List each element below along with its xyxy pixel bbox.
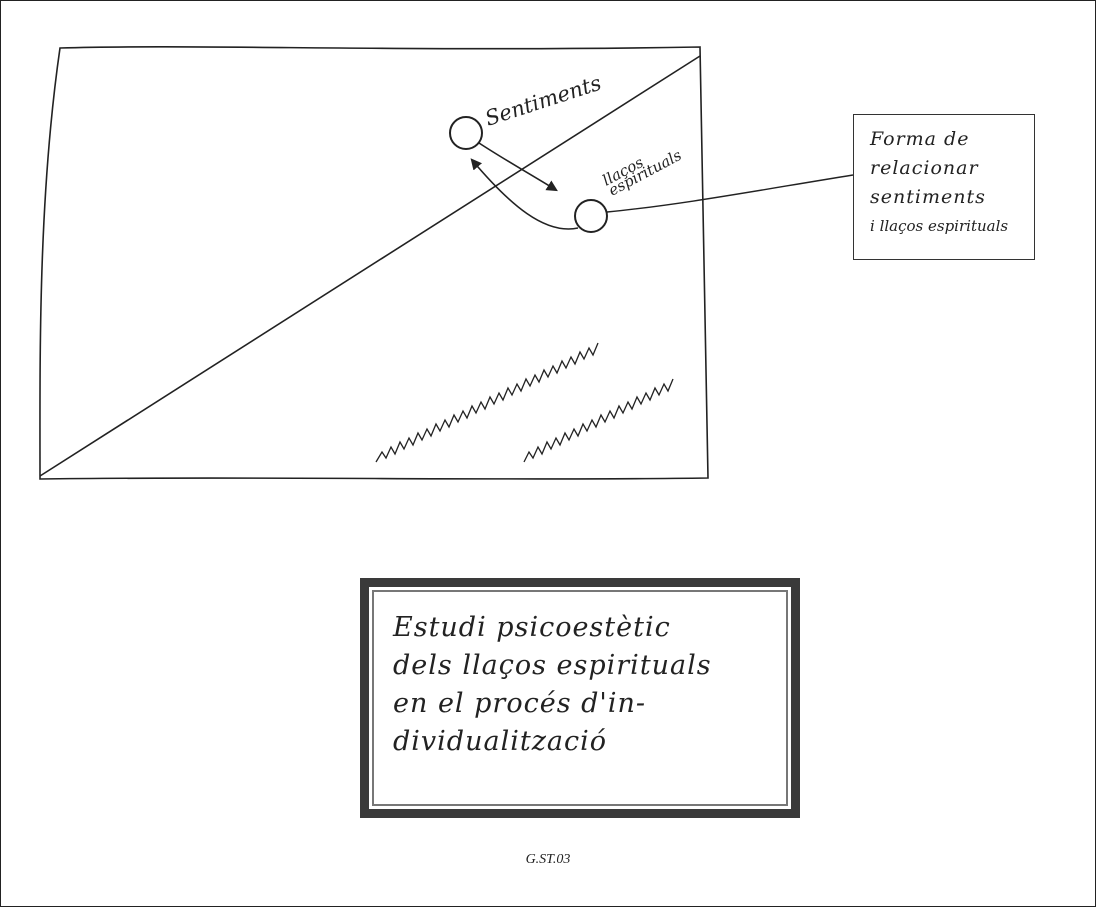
- sentiments-label: Sentiments: [482, 71, 604, 131]
- note-line: sentiments: [870, 183, 1026, 212]
- caption-line: en el procés d'in-: [393, 685, 767, 723]
- caption-line: dels llaços espirituals: [393, 647, 767, 685]
- caption-line: dividualització: [393, 723, 767, 761]
- llacos-node: [575, 200, 607, 232]
- diagonal-line: [40, 56, 700, 476]
- arrow-to-sentiments: [472, 160, 578, 229]
- sentiments-node: [450, 117, 482, 149]
- note-line: i llaços espirituals: [870, 212, 1026, 241]
- caption-line: Estudi psicoestètic: [393, 609, 767, 647]
- caption-box: Estudi psicoestètic dels llaços espiritu…: [360, 578, 800, 818]
- note-line: relacionar: [870, 154, 1026, 183]
- note-line: Forma de: [870, 125, 1026, 154]
- arrow-to-llacos: [479, 143, 556, 190]
- zigzag-line-lower: [524, 379, 673, 462]
- zigzag-line-upper: [376, 343, 598, 462]
- note-box: Forma de relacionar sentiments i llaços …: [853, 114, 1035, 260]
- figure-code: G.ST.03: [0, 852, 1096, 868]
